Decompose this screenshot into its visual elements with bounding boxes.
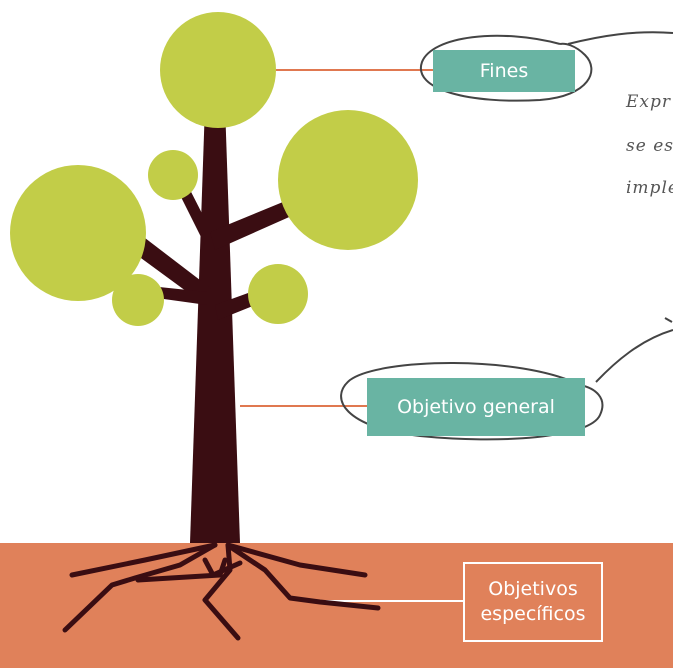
objetivo-general-label: Objetivo general bbox=[367, 378, 585, 436]
branch-right-upper bbox=[210, 195, 305, 250]
branch-left-upper bbox=[130, 238, 213, 305]
canopy-top-circle bbox=[160, 12, 276, 128]
canopy-left-large-circle bbox=[10, 165, 146, 301]
fines-text: Fines bbox=[479, 60, 529, 82]
side-note-line2: se es bbox=[626, 136, 673, 156]
side-note-line1: Expr bbox=[626, 92, 672, 112]
fines-outline-ellipse bbox=[419, 31, 673, 102]
canopy-right-large-circle bbox=[278, 110, 418, 250]
side-note-line3: imple bbox=[626, 178, 673, 198]
canopy-right-lower-circle bbox=[248, 264, 308, 324]
general-outline-tick bbox=[664, 317, 673, 323]
objetivos-especificos-label: Objetivos específicos bbox=[463, 562, 603, 642]
objetivo-general-text: Objetivo general bbox=[397, 396, 555, 418]
canopy-left-small-circle bbox=[148, 150, 198, 200]
fines-label: Fines bbox=[433, 50, 575, 92]
tree-roots bbox=[62, 542, 381, 641]
objetivos-especificos-text-line2: específicos bbox=[480, 603, 586, 625]
objetivos-especificos-text-line1: Objetivos bbox=[488, 578, 578, 600]
canopy-left-lower-circle bbox=[112, 274, 164, 326]
